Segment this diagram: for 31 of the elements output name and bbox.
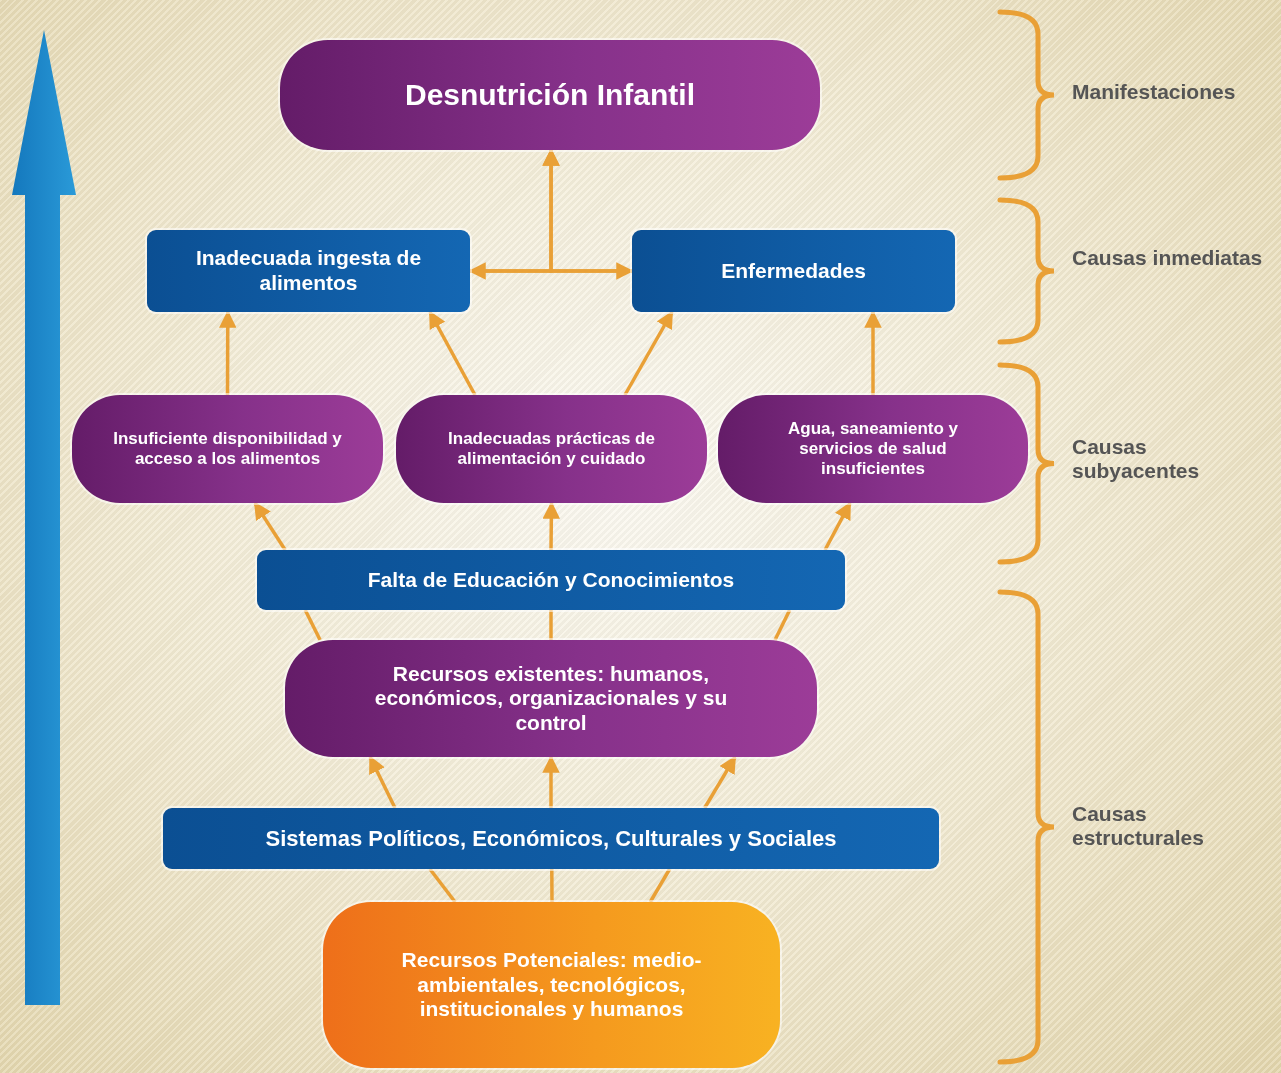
rounded-box: Desnutrición Infantil: [280, 40, 820, 150]
rounded-box: Inadecuadas prácticas de alimentación y cuidado: [396, 395, 707, 503]
process-box: Enfermedades: [632, 230, 955, 312]
process-box: Falta de Educación y Conocimientos: [257, 550, 845, 610]
connector-line: [773, 609, 792, 641]
rounded-box: Agua, saneamiento y servicios de salud insuficientes: [718, 395, 1028, 503]
process-box: Inadecuada ingesta de alimentos: [147, 230, 470, 312]
connector-line: [648, 868, 672, 903]
arrow: [542, 755, 560, 808]
process-box: Sistemas Políticos, Económicos, Culturales y Sociales: [163, 808, 939, 869]
arrow: [823, 501, 852, 551]
arrow: [428, 310, 477, 396]
rounded-box: Recursos Potenciales: medio-ambientales, tecnológicos, institucionales y humanos: [323, 902, 780, 1068]
level-label: Manifestaciones: [1072, 80, 1237, 105]
level-label: Causas subyacentes: [1072, 435, 1201, 484]
arrow: [253, 501, 287, 551]
arrow: [468, 262, 634, 280]
arrow: [219, 310, 237, 395]
rounded-box: Insuficiente disponibilidad y acceso a los alimentos: [72, 395, 383, 503]
arrow: [623, 310, 674, 396]
connector-line: [428, 867, 457, 904]
level-label: Causas estructurales: [1072, 802, 1205, 851]
arrow: [864, 310, 882, 395]
rounded-box: Recursos existentes: humanos, económicos, organizacionales y su control: [285, 640, 817, 757]
arrow: [368, 755, 397, 809]
connector-line: [549, 610, 553, 640]
arrow: [542, 501, 561, 550]
arrow: [703, 755, 737, 809]
connector-line: [303, 609, 322, 641]
connector-line: [550, 869, 554, 902]
level-label: Causas inmediatas: [1072, 246, 1264, 271]
